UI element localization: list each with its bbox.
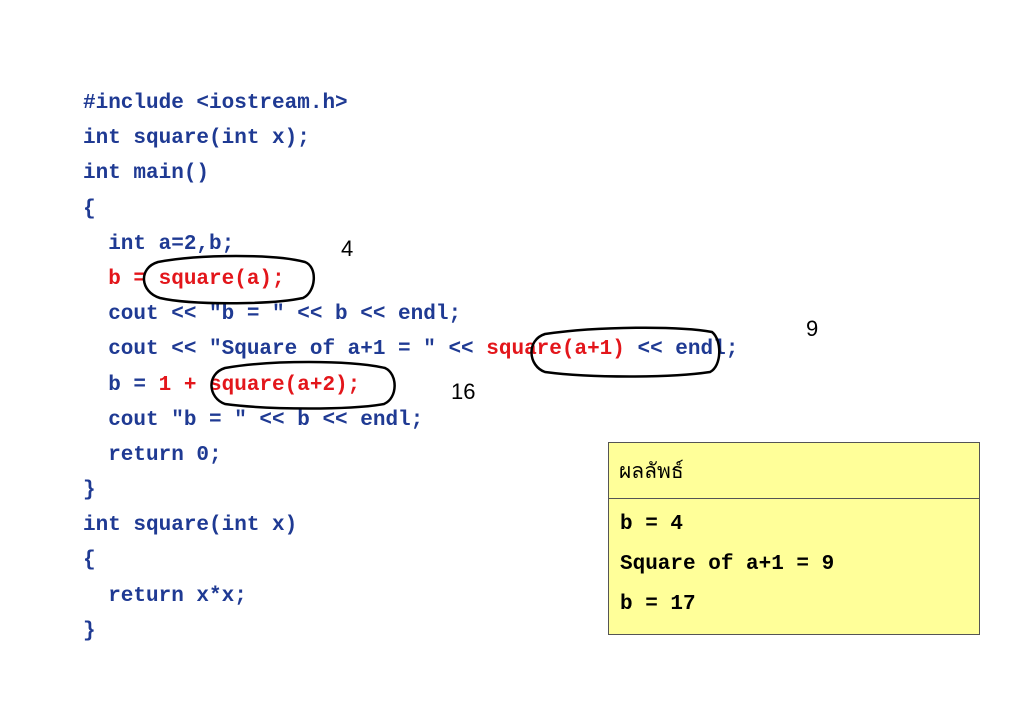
- code-line-8: cout << "Square of a+1 = " << square(a+1…: [83, 332, 738, 367]
- code-text: int square(int x): [83, 514, 298, 538]
- code-text: << endl;: [624, 338, 739, 362]
- annotation-result-square-a: 4: [341, 236, 354, 261]
- code-highlight: 1 + square(a+2);: [158, 373, 361, 397]
- code-line-3: int main(): [83, 156, 738, 191]
- code-text: int a=2,b;: [83, 232, 235, 256]
- code-text: return 0;: [83, 443, 222, 467]
- code-line-5: int a=2,b;: [83, 227, 738, 262]
- code-line-1: #include <iostream.h>: [83, 86, 738, 121]
- code-highlight: b = square(a);: [83, 267, 285, 291]
- code-text: cout "b = " << b << endl;: [83, 408, 424, 432]
- code-line-12: }: [83, 473, 738, 508]
- output-line-3: b = 17: [620, 593, 696, 616]
- code-line-4: {: [83, 192, 738, 227]
- code-line-14: {: [83, 543, 738, 578]
- code-text: int square(int x);: [83, 127, 310, 151]
- code-text: b =: [83, 373, 159, 397]
- code-text: {: [83, 197, 96, 221]
- annotation-result-square-a1: 9: [806, 316, 819, 341]
- output-box-title: ผลลัพธ์: [609, 443, 979, 499]
- code-text: {: [83, 549, 96, 573]
- code-line-15: return x*x;: [83, 579, 738, 614]
- code-listing: #include <iostream.h> int square(int x);…: [83, 86, 738, 649]
- code-line-2: int square(int x);: [83, 121, 738, 156]
- output-box: ผลลัพธ์ b = 4 Square of a+1 = 9 b = 17: [608, 442, 980, 635]
- code-line-10: cout "b = " << b << endl;: [83, 403, 738, 438]
- output-lines: b = 4 Square of a+1 = 9 b = 17: [609, 499, 979, 625]
- output-line-1: b = 4: [620, 513, 684, 536]
- code-line-6: b = square(a);: [83, 262, 738, 297]
- code-line-11: return 0;: [83, 438, 738, 473]
- code-line-9: b = 1 + square(a+2);: [83, 368, 738, 403]
- code-text: }: [83, 619, 96, 643]
- code-text: }: [83, 479, 96, 503]
- annotation-result-square-a2: 16: [451, 379, 476, 404]
- code-line-16: }: [83, 614, 738, 649]
- code-text: return x*x;: [83, 584, 247, 608]
- code-text: cout << "b = " << b << endl;: [83, 303, 462, 327]
- code-line-13: int square(int x): [83, 508, 738, 543]
- code-text: int main(): [83, 162, 210, 186]
- code-line-7: cout << "b = " << b << endl;: [83, 297, 738, 332]
- code-highlight: square(a+1): [486, 338, 625, 362]
- code-text: #include <iostream.h>: [83, 92, 348, 115]
- output-line-2: Square of a+1 = 9: [620, 553, 835, 576]
- code-text: cout << "Square of a+1 = " <<: [83, 338, 487, 362]
